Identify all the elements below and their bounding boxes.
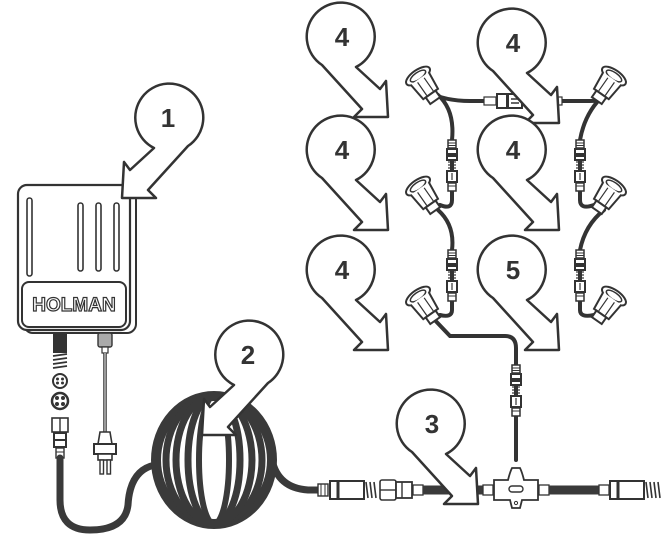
callout-4: 4 [305,1,390,119]
callout-2: 2 [200,319,285,437]
callout-5: 5 [476,234,561,352]
transformer-output-lead [50,333,70,459]
inline-connector [446,249,458,302]
power-cable [56,454,159,534]
main-cable-run [317,467,661,509]
callout-number: 1 [161,103,175,133]
inline-connector [574,249,586,302]
inline-connector [510,364,522,417]
callout-number: 4 [335,22,350,52]
inline-connector [446,139,458,192]
callout-number: 2 [241,340,255,370]
callout-number: 4 [335,255,350,285]
callout-number: 4 [506,135,521,165]
spotlight [402,62,448,110]
callout-number: 5 [506,255,520,285]
mains-plug [93,332,117,475]
callout-1: 1 [120,82,205,200]
brand-label: HOLMAN [32,295,115,316]
callout-4: 4 [476,7,561,125]
transformer: HOLMAN [16,183,137,334]
inline-connector [574,139,586,192]
spotlight [584,282,630,330]
callout-number: 4 [335,135,350,165]
callout-3: 3 [395,388,480,506]
callout-number: 3 [425,409,439,439]
spotlight [584,172,630,220]
t-connector [493,467,539,509]
callout-4: 4 [476,114,561,232]
callout-number: 4 [506,28,521,58]
callout-4: 4 [305,114,390,232]
callout-4: 4 [305,234,390,352]
spotlight [402,282,448,330]
extension-cable-coil [151,391,322,529]
